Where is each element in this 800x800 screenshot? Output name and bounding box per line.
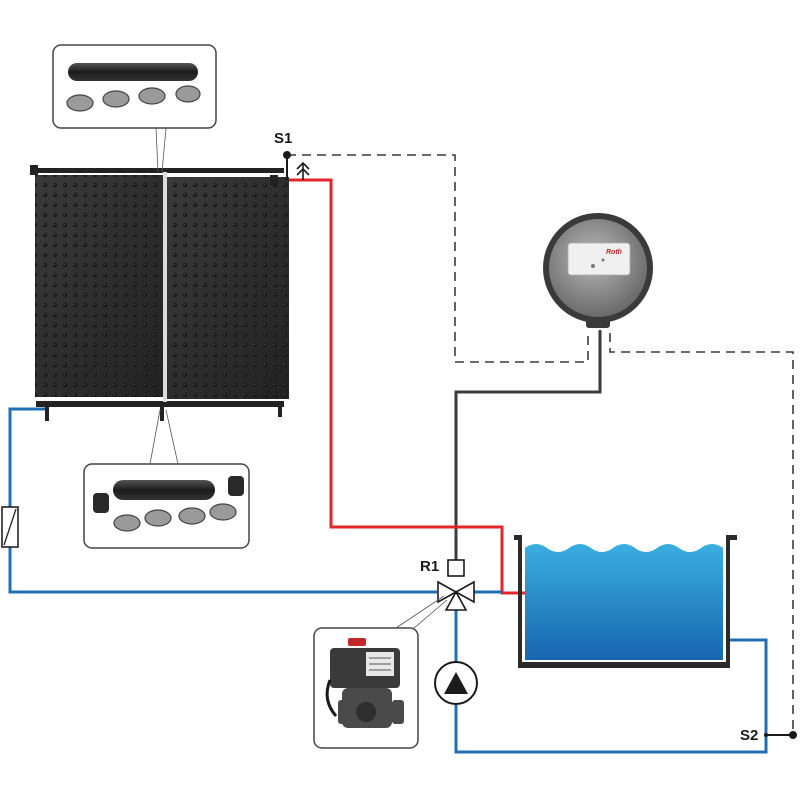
clamp-icons bbox=[113, 503, 237, 532]
air-vent-icon bbox=[296, 161, 310, 180]
sensor-wire-s2 bbox=[609, 333, 794, 735]
controller-brand: Roth bbox=[606, 249, 622, 256]
hose-kit-bottom bbox=[83, 409, 250, 549]
sensor-s2 bbox=[764, 731, 797, 739]
filter-icon bbox=[1, 506, 19, 548]
valve-actuator-box bbox=[447, 559, 465, 577]
sensor-wire-s1 bbox=[287, 154, 589, 363]
hose-kit-top bbox=[52, 44, 217, 173]
actuator-icon bbox=[325, 638, 404, 728]
sensor-wires bbox=[287, 154, 794, 735]
sensor-s1-label: S1 bbox=[274, 130, 292, 147]
clamp-icons bbox=[66, 85, 201, 112]
pool bbox=[514, 535, 737, 668]
plug-icons bbox=[93, 476, 244, 513]
hot-pipe bbox=[276, 178, 527, 595]
valve-r1 bbox=[437, 559, 475, 611]
controller: Roth bbox=[543, 213, 653, 328]
sensor-s1 bbox=[283, 151, 291, 180]
cold-pipe-collector-return bbox=[8, 407, 437, 594]
pool-water bbox=[525, 544, 723, 660]
valve-r1-label: R1 bbox=[420, 558, 439, 575]
actuator-callout bbox=[313, 595, 448, 749]
hose-icon bbox=[113, 480, 215, 500]
pump-icon bbox=[434, 661, 478, 705]
solar-collector bbox=[30, 165, 289, 421]
controller-cable bbox=[454, 330, 602, 560]
sensor-s2-label: S2 bbox=[740, 727, 758, 744]
hose-icon bbox=[68, 63, 198, 81]
